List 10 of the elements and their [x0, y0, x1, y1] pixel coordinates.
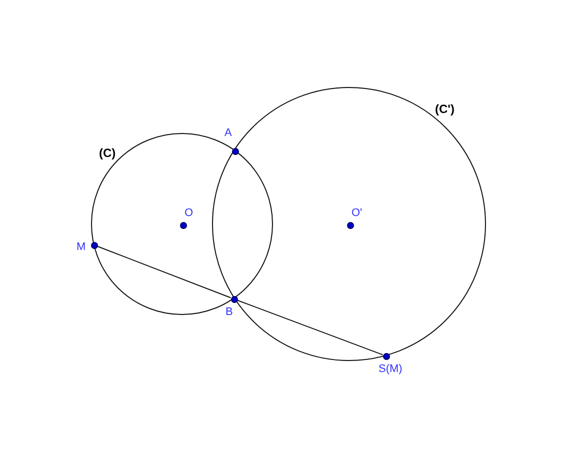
line-segment: [96, 246, 232, 298]
circle-label: (C): [99, 146, 116, 160]
point-label: M: [76, 240, 86, 252]
circle-label: (C'): [435, 102, 455, 116]
point-label: O': [352, 206, 362, 218]
point-label: O: [184, 206, 194, 218]
line-segment: [236, 300, 384, 356]
point-label: S(M): [378, 362, 402, 374]
point-label: B: [226, 306, 233, 318]
point-label: A: [224, 126, 232, 138]
